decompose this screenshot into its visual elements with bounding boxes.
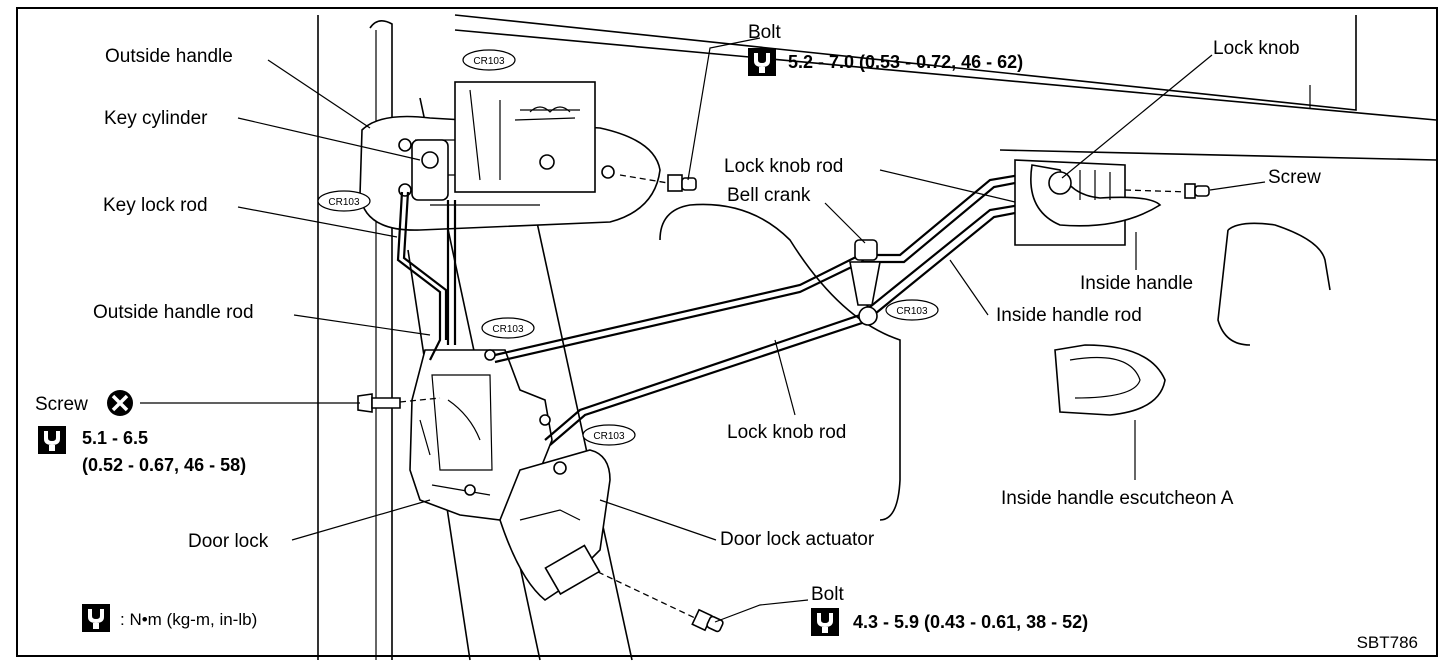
diagram-code: SBT786 bbox=[1357, 633, 1418, 652]
torque-screw-left-line2: (0.52 - 0.67, 46 - 58) bbox=[82, 455, 246, 475]
torque-bolt-top: 5.2 - 7.0 (0.53 - 0.72, 46 - 62) bbox=[788, 52, 1023, 72]
rods bbox=[396, 173, 1021, 446]
svg-text:CR103: CR103 bbox=[593, 431, 625, 442]
label-bolt-bottom: Bolt bbox=[811, 584, 844, 605]
key-cylinder-part bbox=[411, 139, 449, 201]
torque-wrench-icon bbox=[748, 48, 776, 76]
inside-handle-part bbox=[1014, 159, 1210, 246]
svg-text:CR103: CR103 bbox=[473, 56, 505, 67]
torque-bolt-bottom: 4.3 - 5.9 (0.43 - 0.61, 38 - 52) bbox=[853, 612, 1088, 632]
bolt-bottom-part bbox=[597, 571, 724, 633]
door-lock-actuator-part bbox=[499, 449, 611, 601]
label-screw-right: Screw bbox=[1268, 167, 1321, 188]
svg-text:CR103: CR103 bbox=[328, 197, 360, 208]
torque-wrench-icon bbox=[82, 604, 110, 632]
label-lock-knob: Lock knob bbox=[1213, 38, 1300, 59]
part-tag: CR103 bbox=[481, 317, 535, 339]
bell-crank-part bbox=[849, 239, 881, 326]
label-screw-left: Screw bbox=[35, 394, 88, 415]
label-inside-handle: Inside handle bbox=[1080, 273, 1193, 294]
label-key-cylinder: Key cylinder bbox=[104, 108, 208, 129]
label-bolt-top: Bolt bbox=[748, 22, 781, 43]
label-outside-handle: Outside handle bbox=[105, 46, 233, 67]
legend-units: : N•m (kg-m, in-lb) bbox=[120, 610, 257, 629]
leader-lines bbox=[140, 37, 1266, 623]
label-lock-knob-rod-top: Lock knob rod bbox=[724, 156, 843, 177]
inside-handle-escutcheon-part bbox=[1054, 344, 1166, 416]
label-key-lock-rod: Key lock rod bbox=[103, 195, 208, 216]
label-bell-crank: Bell crank bbox=[727, 185, 811, 206]
do-not-reuse-icon bbox=[107, 390, 133, 416]
torque-screw-left-line1: 5.1 - 6.5 bbox=[82, 428, 148, 448]
svg-text:CR103: CR103 bbox=[896, 306, 928, 317]
label-outside-handle-rod: Outside handle rod bbox=[93, 302, 254, 323]
label-inside-handle-rod: Inside handle rod bbox=[996, 305, 1142, 326]
part-tag: CR103 bbox=[885, 299, 939, 321]
label-door-lock: Door lock bbox=[188, 531, 269, 552]
frame-border bbox=[16, 7, 1438, 657]
torque-wrench-icon bbox=[811, 608, 839, 636]
screw-left-part bbox=[357, 393, 441, 413]
part-tag: CR103 bbox=[462, 49, 516, 71]
bolt-top-part bbox=[619, 174, 697, 192]
part-tag: CR103 bbox=[317, 190, 371, 212]
label-door-lock-actuator: Door lock actuator bbox=[720, 529, 875, 550]
part-tag: CR103 bbox=[582, 424, 636, 446]
svg-text:CR103: CR103 bbox=[492, 324, 524, 335]
label-lock-knob-rod-mid: Lock knob rod bbox=[727, 422, 846, 443]
label-inside-handle-escutcheon: Inside handle escutcheon A bbox=[1001, 488, 1234, 509]
torque-wrench-icon bbox=[38, 426, 66, 454]
